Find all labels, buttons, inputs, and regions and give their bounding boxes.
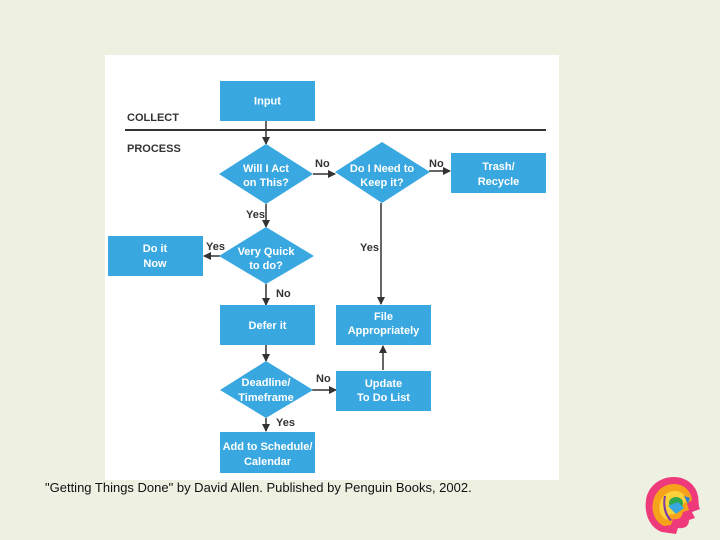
- svg-text:Add to Schedule/Calendar: Add to Schedule/Calendar: [223, 441, 313, 468]
- svg-text:Deadline/Timeframe: Deadline/Timeframe: [238, 377, 293, 404]
- stage-label-collect: COLLECT: [127, 112, 179, 124]
- decision-keep-line-2: Keep it?: [360, 177, 404, 189]
- decision-keep-line-1: Do I Need to: [350, 163, 414, 175]
- node-defer: Defer it: [220, 305, 315, 345]
- source-caption: "Getting Things Done" by David Allen. Pu…: [45, 480, 472, 495]
- decision-act-line-2: on This?: [243, 177, 289, 189]
- node-trash-line-1: Trash/: [482, 161, 514, 173]
- node-todo: Update To Do List: [336, 371, 431, 411]
- decision-quick: Very Quick to do?: [219, 227, 314, 284]
- decision-quick-line-2: to do?: [249, 260, 283, 272]
- edge-label-keep-yes: Yes: [360, 242, 379, 254]
- decision-keep: Do I Need to Keep it?: [335, 142, 430, 203]
- node-todo-line-1: Update: [365, 378, 402, 390]
- node-trash: Trash/Recycle: [451, 153, 546, 193]
- node-defer-line-1: Defer it: [249, 320, 287, 332]
- decision-deadline-line-2: Timeframe: [238, 392, 293, 404]
- edge-label-deadline-no: No: [316, 373, 331, 385]
- node-trash-line-2: Recycle: [478, 176, 520, 188]
- node-schedule-line-2: Calendar: [244, 456, 292, 468]
- decision-deadline-line-1: Deadline/: [242, 377, 291, 389]
- edge-label-quick-no: No: [276, 288, 291, 300]
- edge-label-act-no: No: [315, 158, 330, 170]
- edge-label-quick-yes: Yes: [206, 241, 225, 253]
- node-input-line-1: Input: [254, 96, 281, 108]
- edge-label-act-yes: Yes: [246, 209, 265, 221]
- node-schedule-line-1: Add to Schedule/: [223, 441, 313, 453]
- node-do-now-line-2: Now: [143, 258, 167, 270]
- colorful-head-profile-icon: [645, 477, 700, 534]
- svg-text:Defer it: Defer it: [249, 320, 287, 332]
- decision-quick-line-1: Very Quick: [238, 246, 296, 258]
- decision-act-line-1: Will I Act: [243, 163, 289, 175]
- node-file-line-1: File: [374, 311, 393, 323]
- node-file-line-2: Appropriately: [348, 325, 420, 337]
- decision-deadline: Deadline/Timeframe: [220, 361, 313, 418]
- node-todo-line-2: To Do List: [357, 392, 410, 404]
- edge-label-deadline-yes: Yes: [276, 417, 295, 429]
- stage-label-process: PROCESS: [127, 143, 181, 155]
- connectors: [203, 121, 451, 432]
- node-do-now: Do it Now: [108, 236, 203, 276]
- svg-text:Trash/Recycle: Trash/Recycle: [478, 161, 520, 188]
- node-do-now-line-1: Do it: [143, 243, 168, 255]
- decision-act: Will I Act on This?: [219, 144, 313, 204]
- node-input: Input: [220, 81, 315, 121]
- edge-label-keep-no: No: [429, 158, 444, 170]
- node-schedule: Add to Schedule/Calendar: [220, 432, 315, 473]
- svg-text:Input: Input: [254, 96, 281, 108]
